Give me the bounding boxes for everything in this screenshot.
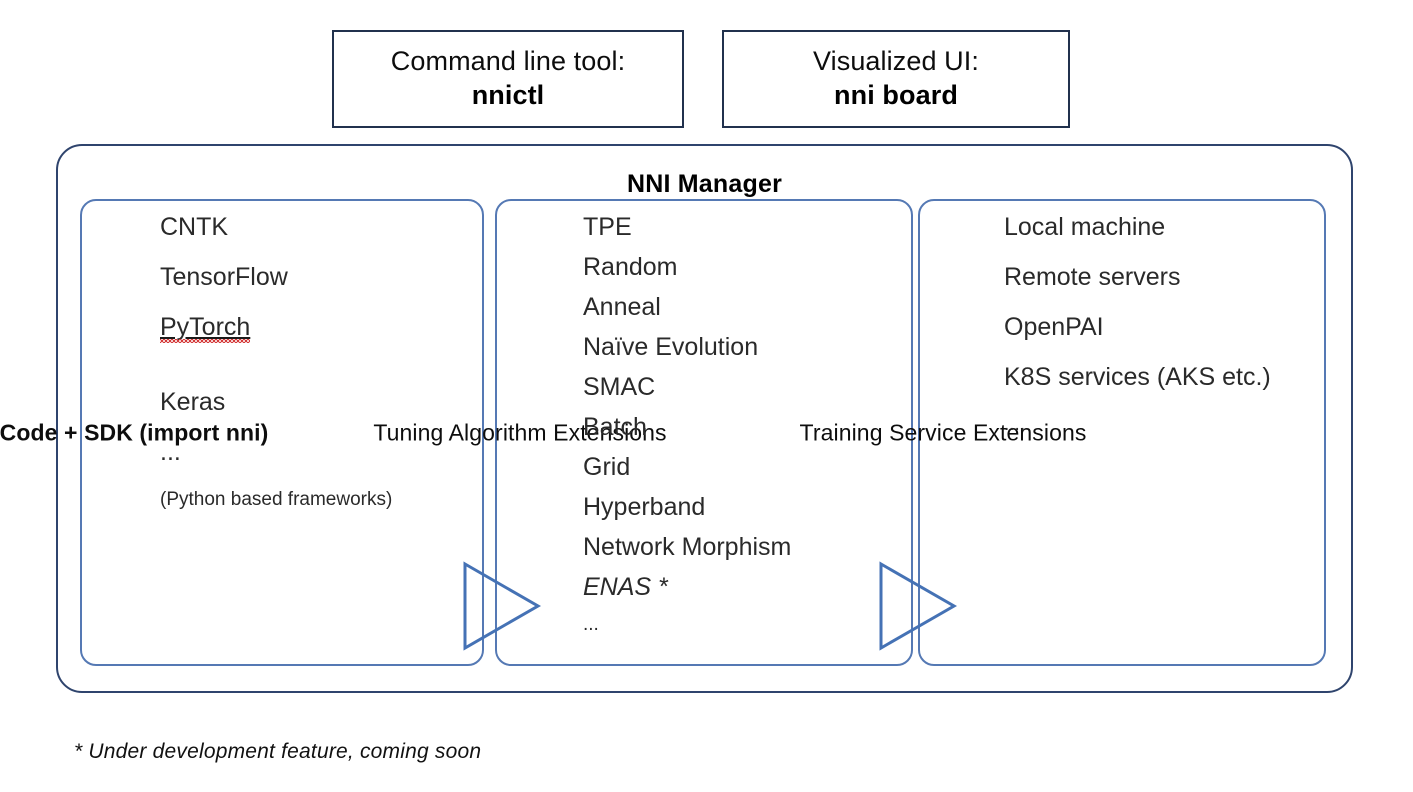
- command-line-tool-name: nnictl: [471, 80, 545, 111]
- footnote: * Under development feature, coming soon: [74, 740, 482, 763]
- list-item: Remote servers: [1004, 263, 1181, 291]
- list-item: Local machine: [1004, 213, 1166, 241]
- panel-tuning-algorithm-extensions-side-label: Tuning Algorithm Extensions: [373, 419, 667, 445]
- visualized-ui-name: nni board: [834, 80, 958, 111]
- panel-tuning-algorithm-extensions-entries: TPE Random Anneal Naïve Evolution SMAC B…: [583, 215, 903, 649]
- list-item: Random: [583, 253, 678, 281]
- visualized-ui-caption: Visualized UI:: [813, 45, 979, 76]
- list-item-label: PyTorch: [160, 313, 251, 343]
- list-item: ...: [583, 614, 599, 635]
- visualized-ui-box: Visualized UI: nni board: [722, 30, 1070, 128]
- command-line-tool-caption: Command line tool:: [390, 45, 626, 76]
- panel-user-code-sdk-side-label: User Code + SDK (import nni): [0, 419, 269, 445]
- list-item: ENAS *: [583, 573, 668, 601]
- list-item: CNTK: [160, 213, 229, 241]
- list-item: Batch: [583, 413, 647, 441]
- list-item: Grid: [583, 453, 631, 481]
- list-item: Hyperband: [583, 493, 706, 521]
- panel-tuning-algorithm-extensions: Tuning Algorithm Extensions TPE Random A…: [373, 199, 913, 666]
- nni-manager-title: NNI Manager: [626, 170, 782, 198]
- panel-training-service-extensions-side-label: Training Service Extensions: [799, 419, 1087, 445]
- panel-user-code-sdk-entries: CNTK TensorFlow PyTorch Keras ... (Pytho…: [160, 215, 474, 534]
- panel-training-service-extensions-entries: Local machine Remote servers OpenPAI K8S…: [1004, 215, 1316, 459]
- spellcheck-squiggle-icon: [160, 339, 251, 343]
- list-item: Naïve Evolution: [583, 333, 759, 361]
- list-item: OpenPAI: [1004, 313, 1104, 341]
- list-item: (Python based frameworks): [160, 489, 393, 510]
- list-item: SMAC: [583, 373, 656, 401]
- list-item: TensorFlow: [160, 263, 288, 291]
- list-item: PyTorch: [160, 315, 474, 365]
- command-line-tool-box: Command line tool: nnictl: [332, 30, 684, 128]
- panel-training-service-extensions: Training Service Extensions Local machin…: [799, 199, 1326, 666]
- list-item: ....: [1004, 414, 1026, 435]
- panel-user-code-sdk: User Code + SDK (import nni) CNTK Tensor…: [0, 199, 484, 666]
- list-item: TPE: [583, 213, 632, 241]
- list-item: Keras: [160, 388, 226, 416]
- list-item: K8S services (AKS etc.): [1004, 363, 1271, 391]
- list-item: ...: [160, 438, 181, 466]
- list-item: Anneal: [583, 293, 661, 321]
- list-item: Network Morphism: [583, 533, 792, 561]
